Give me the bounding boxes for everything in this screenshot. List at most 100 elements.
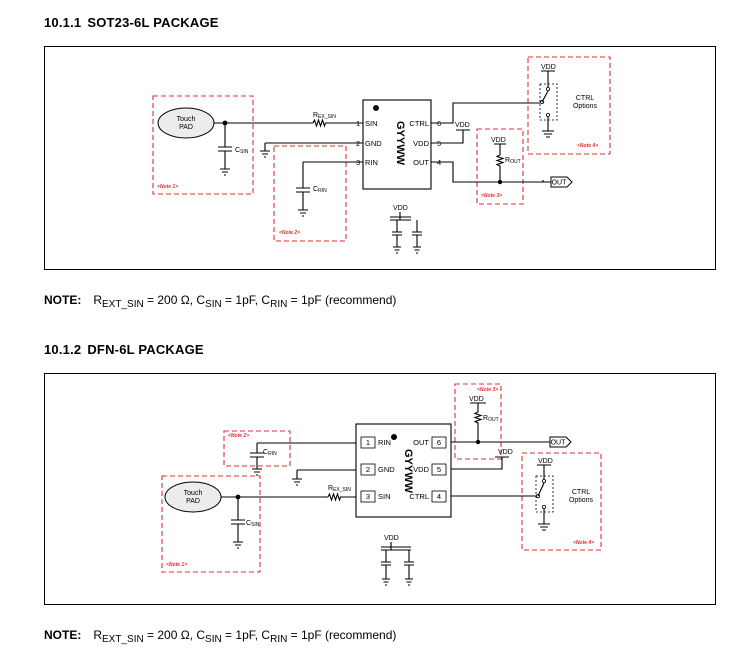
pin6-name: OUT [413,438,429,447]
ground-symbol [220,168,230,176]
section-number: 10.1.1 [44,15,82,30]
note2-label: <Note 2> [228,433,249,439]
pin2-name: GND [378,465,395,474]
section-title: SOT23-6L PACKAGE [87,15,219,30]
note4-region [527,56,611,155]
note2-region [223,430,291,467]
note1-region [161,475,261,573]
note3-vdd-label: VDD [469,396,484,403]
r-ext-sin-value: REXT_SIN = 200 Ω, [93,628,197,645]
c-sin-value: CSIN = 1pF, [196,293,262,310]
touch-pad-label-line1: Touch [177,116,196,123]
note3-label: <Note 3> [477,387,498,393]
c-sin-label: CSIN [235,147,249,155]
note-label: NOTE: [44,628,82,642]
c-sin-value: CSIN = 1pF, [196,628,262,645]
ground-symbol [393,246,421,254]
ctrl-switch [537,482,550,531]
ctrl-options-line1: CTRL [576,95,594,102]
c-rin-capacitor [250,442,356,469]
pin1-marker [373,105,379,111]
note4-label: <Note 4> [577,143,598,149]
pin1-name: RIN [378,438,391,447]
note-line-sot23: NOTE: REXT_SIN = 200 Ω, CSIN = 1pF, CRIN … [44,293,396,310]
r-ext-sin-resistor [327,492,342,502]
ic-body [362,99,432,190]
r-ext-sin-label: REX_SIN [328,485,351,493]
ground-symbol [252,468,262,476]
pin3-number: 3 [366,492,370,501]
vdd-label: VDD [498,449,513,456]
pin1-number: 1 [366,438,370,447]
pin3-name: RIN [365,158,378,167]
c-rin-label: CRIN [313,186,327,194]
r-out-label: ROUT [483,415,499,423]
ctrl-vdd-label: VDD [541,64,556,71]
touch-pad-label-line1: Touch [184,490,203,497]
out-port-label: OUT [552,180,568,187]
c-sin-capacitor [231,497,245,542]
note1-label: <Note 1> [157,184,178,190]
sot23-schematic-svg: <Note 1> <Note 2> <Note 3> <Note 4> Touc… [152,56,611,254]
out-port [549,436,572,448]
pin5-name: VDD [413,465,429,474]
pin1-marker [391,434,397,440]
pin3-number: 3 [356,158,360,167]
note-label: NOTE: [44,293,82,307]
decoupling-capacitors [392,231,422,247]
note2-region [273,145,347,242]
section-heading-sot23: 10.1.1 SOT23-6L PACKAGE [44,15,219,30]
ground-symbol [260,150,270,158]
pin5-name: VDD [413,139,429,148]
pin4-number: 4 [437,492,441,501]
r-out-resistor [494,143,506,182]
note1-label: <Note 1> [166,562,187,568]
ctrl-options-line1: CTRL [572,489,590,496]
decap-vdd-label: VDD [384,535,399,542]
ground-symbol [382,578,413,586]
c-rin-label: CRIN [263,449,277,457]
r-out-resistor [470,402,486,442]
note4-label: <Note 4> [573,540,594,546]
ground-symbol [298,209,308,217]
touch-pad-label-line2: PAD [186,498,200,505]
r-ext-sin-resistor [312,118,327,128]
pin6-number: 6 [437,438,441,447]
note-line-dfn: NOTE: REXT_SIN = 200 Ω, CSIN = 1pF, CRIN … [44,628,396,645]
decap-vdd-label: VDD [393,205,408,212]
ctrl-switch [541,90,554,138]
note2-label: <Note 2> [279,230,300,236]
dfn-schematic-svg: <Note 1> <Note 2> <Note 3> <Note 4> Touc… [161,383,602,586]
ctrl-vdd-label: VDD [538,458,553,465]
out-port [550,176,573,188]
c-rin-value: CRIN = 1pF (recommend) [261,293,397,310]
ground-symbol [233,541,243,549]
c-rin-value: CRIN = 1pF (recommend) [261,628,397,645]
touch-pad [157,107,215,139]
note3-label: <Note 3> [481,193,502,199]
note3-region [454,383,502,460]
out-port-label: OUT [551,440,567,447]
c-sin-label: CSIN [246,520,260,528]
pin2-number: 2 [356,139,360,148]
ctrl-options-line2: Options [573,103,598,110]
pin2-name: GND [365,139,382,148]
decoupling-capacitors [381,561,414,579]
dfn-schematic: <Note 1> <Note 2> <Note 3> <Note 4> Touc… [44,373,716,605]
r-ext-sin-label: REX_SIN [313,112,336,120]
ic-marking: GYYWW [402,449,414,494]
pin4-name: CTRL [409,492,429,501]
pin6-name: CTRL [409,119,429,128]
r-ext-sin-value: REXT_SIN = 200 Ω, [93,293,197,310]
ic-marking: GYYWW [394,121,406,166]
pin3-name: SIN [378,492,391,501]
section-number: 10.1.2 [44,342,82,357]
note1-region [152,95,254,195]
c-sin-capacitor [218,123,232,169]
pin1-number: 1 [356,119,360,128]
r-out-label: ROUT [505,157,521,165]
ground-symbol [292,478,302,486]
pin1-name: SIN [365,119,378,128]
c-rin-capacitor [296,161,363,210]
